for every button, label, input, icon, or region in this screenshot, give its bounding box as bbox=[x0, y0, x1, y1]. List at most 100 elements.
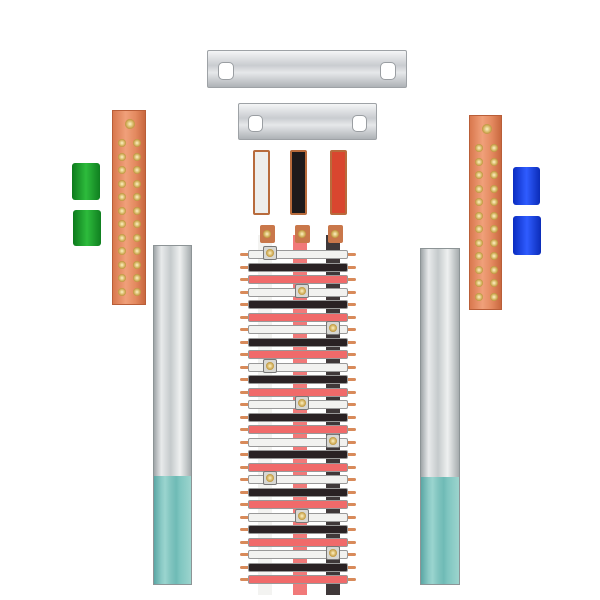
terminal-lug bbox=[260, 225, 275, 243]
green-insulator-block bbox=[73, 210, 101, 246]
busbar-comb-bar bbox=[248, 450, 348, 459]
screw-icon bbox=[490, 211, 498, 220]
screw-icon bbox=[133, 274, 141, 282]
terminal-screw-clamp bbox=[263, 246, 277, 260]
screw-icon bbox=[118, 247, 126, 255]
screw-icon bbox=[490, 279, 498, 287]
screw-icon bbox=[133, 179, 141, 188]
busbar-comb-bar bbox=[248, 325, 348, 334]
screw-icon bbox=[133, 206, 141, 215]
screw-icon bbox=[118, 233, 126, 242]
screw-icon bbox=[490, 252, 498, 260]
screw-icon bbox=[133, 152, 141, 161]
busbar-comb-bar bbox=[248, 300, 348, 309]
terminal-lug bbox=[295, 225, 310, 243]
screw-icon bbox=[118, 139, 126, 147]
screw-icon bbox=[490, 157, 498, 166]
screw-icon bbox=[475, 265, 483, 274]
screw-icon bbox=[490, 238, 498, 247]
screw-icon bbox=[133, 193, 141, 201]
screw-icon bbox=[118, 166, 126, 174]
screw-icon bbox=[118, 179, 126, 188]
busbar-comb-bar bbox=[248, 562, 348, 572]
screw-icon bbox=[490, 265, 498, 274]
terminal-screw-clamp bbox=[263, 471, 277, 485]
screw-icon bbox=[475, 157, 483, 166]
busbar-comb-bar bbox=[248, 425, 348, 434]
busbar-comb-bar bbox=[248, 550, 348, 559]
screw-icon bbox=[118, 152, 126, 161]
blue-insulator-block bbox=[513, 216, 541, 255]
terminal-screw-clamp bbox=[326, 433, 340, 448]
screw-icon bbox=[133, 139, 141, 147]
screw-icon bbox=[490, 144, 498, 152]
busbar-comb-bar bbox=[248, 337, 348, 347]
screw-icon bbox=[475, 238, 483, 247]
phase-busbar-assembly bbox=[238, 225, 358, 597]
screw-icon bbox=[118, 193, 126, 201]
busbar-comb-bar bbox=[248, 275, 348, 284]
busbar-comb-bar bbox=[248, 262, 348, 272]
red-connector-strip bbox=[330, 150, 347, 215]
busbar-comb-bar bbox=[248, 312, 348, 322]
green-insulator-block bbox=[72, 163, 100, 200]
terminal-screw-clamp bbox=[295, 396, 309, 410]
copper-neutral-bar-left bbox=[112, 110, 146, 305]
busbar-comb-bar bbox=[248, 362, 348, 372]
busbar-comb-bar bbox=[248, 500, 348, 509]
terminal-screw-clamp bbox=[295, 508, 309, 523]
screw-icon bbox=[118, 274, 126, 282]
screw-icon bbox=[490, 171, 498, 179]
screw-icon bbox=[490, 184, 498, 193]
screw-icon bbox=[475, 198, 483, 206]
busbar-comb-bar bbox=[248, 462, 348, 472]
white-connector-strip bbox=[253, 150, 270, 215]
screw-icon bbox=[482, 124, 492, 134]
din-rail-short-horizontal bbox=[238, 103, 377, 140]
screw-icon bbox=[118, 287, 126, 296]
busbar-comb-bar bbox=[248, 437, 348, 447]
black-connector-strip bbox=[290, 150, 307, 215]
screw-icon bbox=[125, 119, 135, 129]
screw-icon bbox=[118, 260, 126, 269]
terminal-screw-clamp bbox=[263, 358, 277, 373]
copper-neutral-bar-right bbox=[469, 115, 502, 310]
busbar-comb-bar bbox=[248, 487, 348, 497]
screw-icon bbox=[118, 220, 126, 228]
terminal-screw-clamp bbox=[295, 283, 309, 298]
screw-icon bbox=[133, 166, 141, 174]
din-rail-vertical-right bbox=[420, 248, 460, 585]
screw-icon bbox=[133, 287, 141, 296]
busbar-comb-bar bbox=[248, 475, 348, 484]
screw-icon bbox=[490, 225, 498, 233]
busbar-comb-bar bbox=[248, 537, 348, 547]
screw-icon bbox=[118, 206, 126, 215]
busbar-comb-bar bbox=[248, 350, 348, 359]
blue-insulator-block bbox=[513, 167, 540, 205]
screw-icon bbox=[475, 211, 483, 220]
screw-icon bbox=[475, 225, 483, 233]
screw-icon bbox=[133, 220, 141, 228]
busbar-comb-bar bbox=[248, 525, 348, 534]
screw-icon bbox=[475, 144, 483, 152]
din-rail-long-horizontal bbox=[207, 50, 407, 88]
terminal-screw-clamp bbox=[326, 546, 340, 560]
screw-icon bbox=[490, 292, 498, 301]
screw-icon bbox=[475, 292, 483, 301]
terminal-screw-clamp bbox=[326, 321, 340, 335]
din-rail-vertical-left bbox=[153, 245, 192, 585]
screw-icon bbox=[133, 247, 141, 255]
screw-icon bbox=[475, 184, 483, 193]
busbar-comb-bar bbox=[248, 250, 348, 259]
busbar-comb-bar bbox=[248, 575, 348, 584]
busbar-comb-bar bbox=[248, 412, 348, 422]
screw-icon bbox=[475, 279, 483, 287]
screw-icon bbox=[133, 260, 141, 269]
screw-icon bbox=[475, 252, 483, 260]
busbar-comb-bar bbox=[248, 375, 348, 384]
screw-icon bbox=[475, 171, 483, 179]
screw-icon bbox=[133, 233, 141, 242]
screw-icon bbox=[490, 198, 498, 206]
terminal-lug bbox=[328, 225, 343, 243]
